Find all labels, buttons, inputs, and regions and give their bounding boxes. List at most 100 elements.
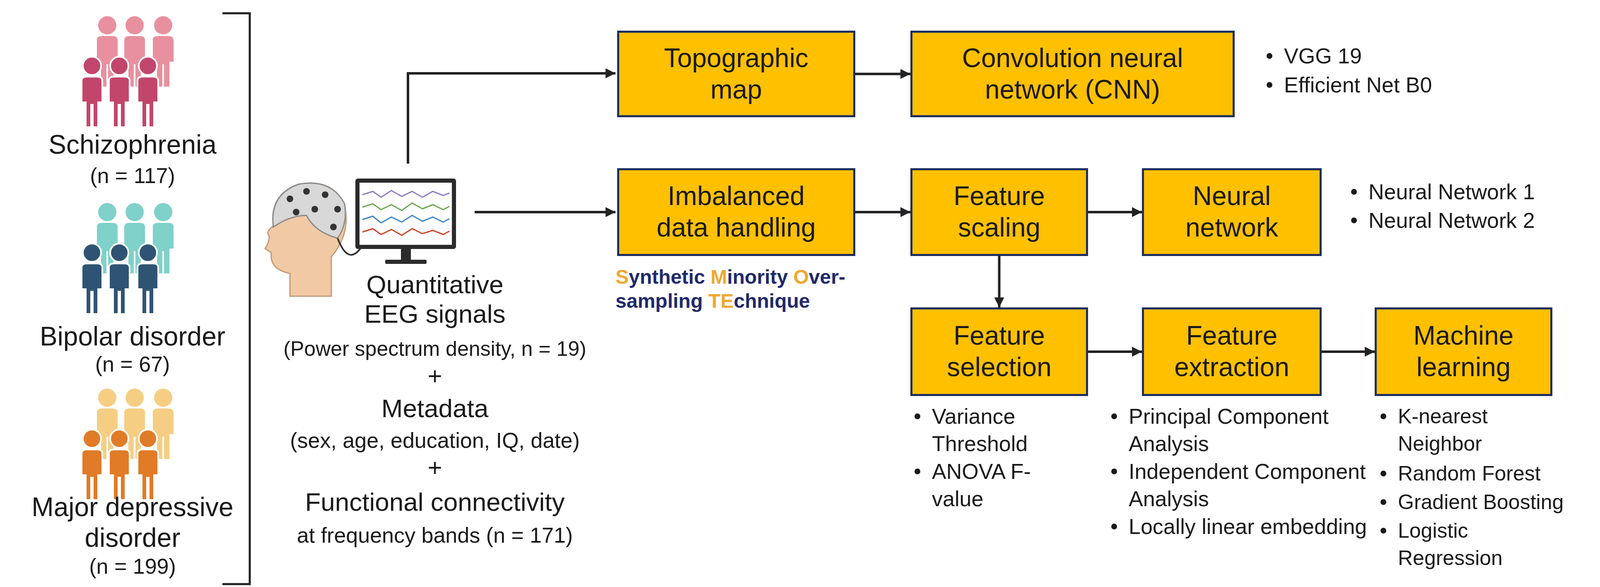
illustration-part <box>286 195 294 203</box>
bullet-dot <box>1351 217 1357 224</box>
box-label: Convolution neural network (CNN) <box>944 42 1202 106</box>
process-box: Neural network <box>1141 168 1322 256</box>
box-label: Feature selection <box>931 320 1068 383</box>
text-label: Major depressive disorder <box>16 492 249 553</box>
bullet-item: VGG 19 <box>1283 42 1362 70</box>
illustration-part <box>385 259 427 264</box>
illustration-part <box>362 202 450 211</box>
illustration-part <box>362 215 450 223</box>
text-label: at frequency bands (n = 171) <box>296 523 573 548</box>
illustration-part <box>108 429 130 500</box>
box-label: Feature scaling <box>931 180 1068 244</box>
flow-arrow <box>855 210 911 214</box>
flow-arrow <box>998 255 1001 308</box>
illustration-part <box>334 205 341 213</box>
method-note: Synthetic Minority Over-sampling TEchniq… <box>615 265 931 313</box>
illustration-part <box>321 191 329 198</box>
bullet-dot <box>1380 413 1387 420</box>
illustration-part <box>124 388 145 459</box>
flow-arrow <box>474 210 616 214</box>
process-box: Imbalanced data handling <box>617 168 856 256</box>
eeg-head <box>265 183 361 297</box>
illustration-part <box>362 228 450 236</box>
people-group <box>81 243 159 314</box>
text-label: Schizophrenia <box>48 129 217 161</box>
text-label: (n = 67) <box>95 352 171 377</box>
illustration-part <box>265 183 347 297</box>
text-label: + <box>427 361 442 391</box>
bullet-dot <box>1266 53 1273 59</box>
illustration-part <box>96 388 118 459</box>
illustration-part <box>311 205 319 213</box>
box-label: Feature extraction <box>1161 320 1303 383</box>
bullet-item: Efficient Net B0 <box>1283 71 1432 99</box>
flow-arrow <box>407 73 616 164</box>
text-label: + <box>427 453 442 482</box>
bullet-item: Logistic Regression <box>1397 516 1535 572</box>
flow-arrow <box>1088 210 1142 214</box>
bullet-dot <box>1380 527 1387 534</box>
illustration-part <box>330 223 337 231</box>
text-label: Quantitative EEG signals <box>343 269 527 329</box>
people-group <box>96 388 174 459</box>
box-label: Topographic map <box>649 42 824 106</box>
flow-arrow <box>1321 350 1375 353</box>
bullet-item: K-nearest Neighbor <box>1397 402 1535 458</box>
process-box: Topographic map <box>617 30 856 118</box>
illustration-part <box>292 208 300 216</box>
bullet-dot <box>914 413 921 420</box>
box-label: Imbalanced data handling <box>643 180 830 244</box>
bullet-item: Gradient Boosting <box>1397 488 1564 516</box>
text-label: Metadata <box>381 393 489 423</box>
text-label: (Power spectrum density, n = 19) <box>283 337 587 362</box>
text-label: (n = 199) <box>89 554 177 580</box>
bullet-item: Principal Component Analysis <box>1128 402 1378 458</box>
illustration-part <box>81 243 103 314</box>
illustration-part <box>359 182 452 245</box>
bullet-item: Random Forest <box>1397 459 1541 488</box>
bullet-dot <box>1351 188 1357 195</box>
illustration-part <box>108 56 130 128</box>
illustration-part <box>137 56 159 128</box>
bullet-dot <box>1111 413 1118 420</box>
process-box: Convolution neural network (CNN) <box>910 30 1235 118</box>
people-group <box>81 56 159 128</box>
illustration-part <box>108 243 130 314</box>
flow-arrow <box>1088 350 1142 353</box>
process-box: Feature selection <box>910 307 1089 396</box>
illustration-part <box>303 188 310 195</box>
process-box: Machine learning <box>1374 307 1553 396</box>
bullet-item: Independent Component Analysis <box>1128 457 1378 513</box>
bullet-dot <box>1380 499 1387 505</box>
illustration-part <box>152 202 174 274</box>
text-label: (n = 117) <box>89 163 176 189</box>
illustration-part <box>137 429 159 500</box>
bullet-item: Neural Network 1 <box>1368 178 1535 206</box>
illustration-part <box>400 248 411 260</box>
people-group <box>96 16 174 87</box>
bullet-dot <box>914 468 921 475</box>
bullet-item: Variance Threshold <box>931 402 1053 458</box>
bullet-item: Locally linear embedding <box>1128 512 1378 541</box>
text-label: Functional connectivity <box>304 487 565 517</box>
process-box: Feature extraction <box>1141 307 1322 396</box>
box-label: Neural network <box>1163 180 1301 244</box>
illustration-part <box>355 178 457 249</box>
bullet-dot <box>1111 468 1118 475</box>
illustration-part <box>152 16 174 87</box>
bullet-dot <box>1266 82 1273 88</box>
text-label: Bipolar disorder <box>39 321 226 353</box>
process-box: Feature scaling <box>910 168 1089 256</box>
illustration-part <box>272 183 346 239</box>
box-label: Machine learning <box>1395 320 1533 383</box>
illustration-part <box>137 243 159 314</box>
bullet-item: Neural Network 2 <box>1368 206 1535 235</box>
people-group <box>96 202 174 274</box>
bullet-dot <box>1111 523 1118 530</box>
illustration-part <box>81 56 103 128</box>
illustration-part <box>152 388 174 459</box>
people-group <box>81 429 159 500</box>
illustration-part <box>81 429 103 500</box>
bullet-dot <box>1380 470 1387 477</box>
